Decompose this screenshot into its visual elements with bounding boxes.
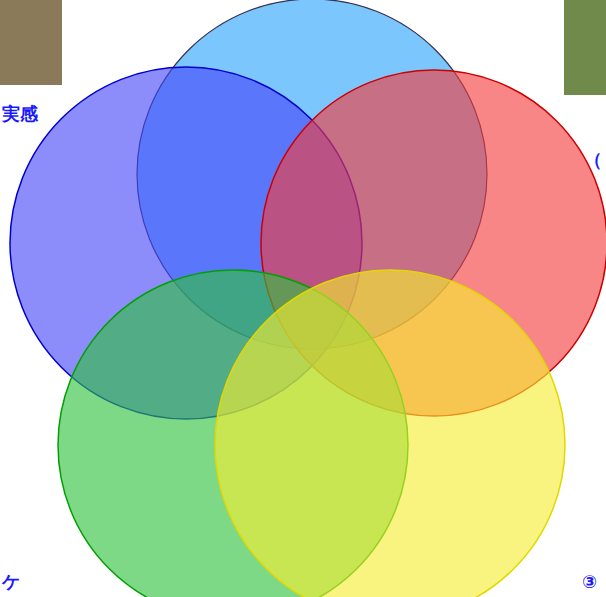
photo-fragment [0, 0, 62, 85]
venn-circle [215, 270, 565, 597]
label-text: ③ [582, 572, 597, 592]
photo-fragment [564, 0, 606, 95]
label-text: 実感 [2, 104, 38, 124]
label-text: ケ [2, 572, 20, 592]
label-text: （ [584, 150, 602, 170]
